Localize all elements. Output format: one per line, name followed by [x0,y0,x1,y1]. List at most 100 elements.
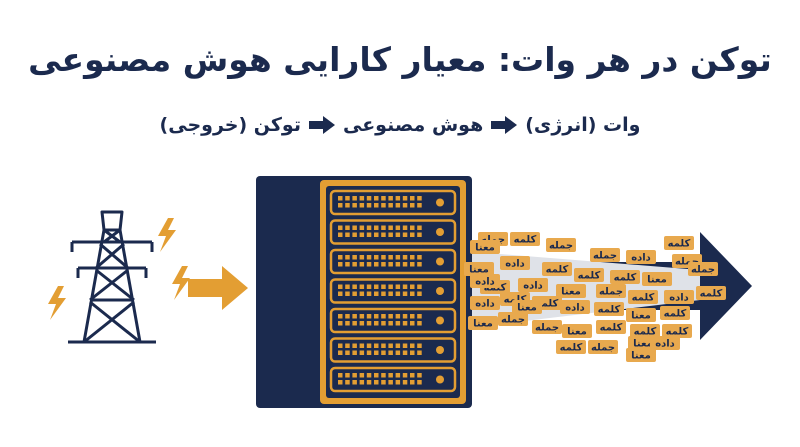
token-label: جمله [535,323,559,334]
token-chip: کلمه [630,324,660,338]
token-chip: کلمه [594,302,624,316]
token-chip: معنا [556,284,586,298]
token-chip: کلمه [574,268,604,282]
token-label: داده [565,303,585,314]
token-chip: معنا [468,316,498,330]
token-label: داده [631,253,651,264]
power-tower-icon [68,210,156,344]
token-label: معنا [561,287,581,298]
token-chip: جمله [498,312,528,326]
token-label: کلمه [632,293,655,304]
token-chip: کلمه [610,270,640,284]
token-label: کلمه [578,271,601,282]
token-label: معنا [475,243,495,254]
server-unit [329,219,457,245]
flow-step-tokens: توکن (خروجی) [159,114,301,136]
token-chip: داده [664,290,694,304]
token-chip: جمله [588,340,618,354]
token-chip: داده [626,250,656,264]
token-chip: جمله [596,284,626,298]
server-unit [329,337,457,363]
server-unit [329,307,457,334]
token-chip: جمله [590,248,620,262]
token-chip: جمله [532,320,562,334]
token-label: داده [475,299,495,310]
lightning-bolt-icon [48,218,190,320]
token-label: کلمه [546,265,569,276]
token-label: معنا [647,275,667,286]
token-chip: کلمه [628,290,658,304]
token-chip: معنا [626,308,656,322]
token-chip: کلمه [664,236,694,250]
page-title: توکن در هر وات: معیار کارایی هوش مصنوعی [28,40,772,79]
token-label: کلمه [536,299,559,310]
token-label: کلمه [700,289,723,300]
token-chip: معنا [464,262,494,276]
token-label: معنا [517,303,537,314]
token-chip: معنا [562,324,592,338]
token-chip: داده [650,336,680,350]
token-label: داده [523,281,543,292]
token-chip: کلمه [660,306,690,320]
token-label: داده [655,339,675,350]
token-label: داده [505,259,525,270]
token-chip: داده [518,278,548,292]
token-label: جمله [501,315,525,326]
token-label: معنا [631,351,651,362]
token-chip: کلمه [696,286,726,300]
server-unit [329,189,457,216]
token-label: جمله [599,287,623,298]
token-chip: معنا [470,240,500,254]
token-chip: جمله [688,262,718,276]
token-label: داده [669,293,689,304]
token-chip: جمله [546,238,576,252]
server-unit [329,248,457,275]
token-label: جمله [675,257,699,268]
token-label: کلمه [634,327,657,338]
token-label: کلمه [600,323,623,334]
token-chip: داده [470,274,500,288]
token-label: جمله [549,241,573,252]
token-label: کلمه [614,273,637,284]
server-led-icon [436,375,444,384]
flow-arrow-icon [308,116,335,134]
token-label: معنا [469,265,489,276]
token-chip: داده [470,296,500,310]
server-unit [329,366,457,393]
flow-caption: وات (انرژی) هوش مصنوعی توکن (خروجی) [0,114,800,136]
token-cloud: جملهکلمهجملهمعناجملهدادهکلمهجملهدادهکلمه… [464,232,726,362]
token-chip: معنا [512,300,542,314]
token-label: کلمه [664,309,687,320]
server-led-icon [436,346,444,354]
server-rack-icon [256,176,472,408]
token-chip: کلمه [662,324,692,338]
token-chip: کلمه [510,232,540,246]
server-led-icon [436,316,444,325]
token-label: جمله [691,265,715,276]
token-chip: کلمه [596,320,626,334]
server-led-icon [436,257,444,266]
server-led-icon [436,198,444,207]
flow-step-ai: هوش مصنوعی [342,114,484,136]
token-label: کلمه [560,343,583,354]
token-label: معنا [473,319,493,330]
token-chip: کلمه [542,262,572,276]
token-label: معنا [633,339,653,350]
flow-step-watts: وات (انرژی) [525,114,641,136]
token-label: کلمه [514,235,537,246]
token-label: معنا [567,327,587,338]
token-chip: داده [560,300,590,314]
token-chip: معنا [642,272,672,286]
server-unit [329,278,457,304]
token-chip: کلمه [556,340,586,354]
flow-arrow-icon [491,116,518,134]
token-label: معنا [631,311,651,322]
token-label: جمله [591,343,615,354]
token-label: کلمه [666,327,689,338]
server-led-icon [436,228,444,236]
token-label: داده [475,277,495,288]
token-chip: داده [500,256,530,270]
token-label: جمله [593,251,617,262]
token-label: کلمه [598,305,621,316]
